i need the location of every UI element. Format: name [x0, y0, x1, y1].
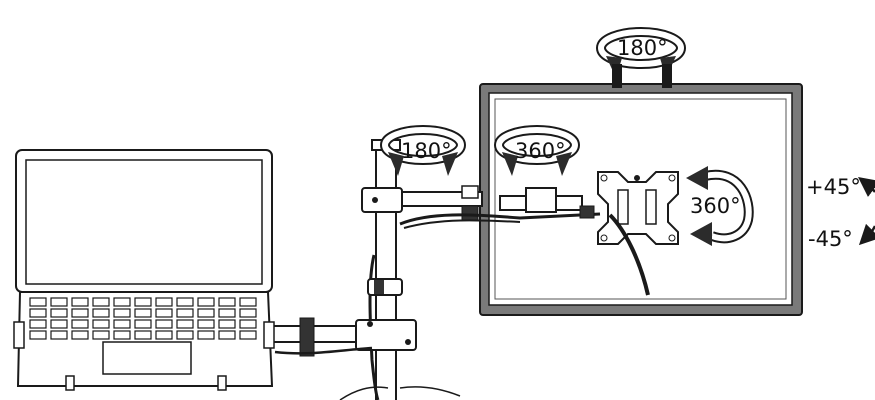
- keyboard-key: [240, 331, 256, 339]
- monitor-swivel-label: 180°: [617, 36, 668, 60]
- keyboard-key: [51, 309, 67, 317]
- keyboard-key: [72, 320, 88, 328]
- keyboard-key: [198, 298, 214, 306]
- keyboard-key: [135, 320, 151, 328]
- keyboard-key: [114, 309, 130, 317]
- keyboard-key: [93, 298, 109, 306]
- keyboard-key: [156, 320, 172, 328]
- keyboard-key: [135, 331, 151, 339]
- vesa-swivel-label: 360°: [515, 139, 566, 163]
- keyboard-key: [114, 320, 130, 328]
- tilt-up-arrow: [866, 183, 875, 192]
- laptop-arm: [270, 318, 416, 356]
- keyboard-key: [72, 298, 88, 306]
- keyboard-key: [240, 320, 256, 328]
- keyboard-key: [72, 309, 88, 317]
- keyboard-key: [156, 309, 172, 317]
- keyboard-key: [198, 320, 214, 328]
- keyboard-key: [114, 331, 130, 339]
- keyboard-key: [177, 309, 193, 317]
- keyboard-key: [72, 331, 88, 339]
- tilt-up-label: +45°: [806, 175, 861, 199]
- arm-swivel-label: 180°: [401, 139, 452, 163]
- tilt-down-arrow: [866, 226, 875, 238]
- keyboard-key: [198, 331, 214, 339]
- vesa-mount-plate: [598, 172, 678, 244]
- keyboard-key: [177, 320, 193, 328]
- base-outline: [340, 387, 460, 400]
- keyboard-key: [156, 331, 172, 339]
- laptop: [14, 150, 274, 390]
- pole: [372, 140, 400, 400]
- keyboard-key: [51, 331, 67, 339]
- keyboard-key: [30, 331, 46, 339]
- keyboard-key: [93, 331, 109, 339]
- keyboard-key: [30, 309, 46, 317]
- cable-clip: [368, 279, 402, 295]
- keyboard-key: [219, 320, 235, 328]
- rotation-label: 360°: [690, 194, 741, 218]
- tilt-down-label: -45°: [808, 227, 853, 251]
- keyboard-key: [51, 320, 67, 328]
- keyboard-key: [240, 298, 256, 306]
- keyboard-key: [51, 298, 67, 306]
- keyboard-key: [219, 331, 235, 339]
- keyboard-key: [114, 298, 130, 306]
- keyboard-key: [135, 309, 151, 317]
- keyboard-key: [30, 298, 46, 306]
- keyboard-key: [93, 320, 109, 328]
- keyboard-key: [93, 309, 109, 317]
- keyboard-key: [156, 298, 172, 306]
- keyboard-key: [219, 298, 235, 306]
- keyboard-key: [135, 298, 151, 306]
- keyboard-key: [177, 298, 193, 306]
- keyboard-key: [30, 320, 46, 328]
- keyboard-key: [177, 331, 193, 339]
- keyboard-key: [198, 309, 214, 317]
- keyboard-key: [219, 309, 235, 317]
- keyboard-key: [240, 309, 256, 317]
